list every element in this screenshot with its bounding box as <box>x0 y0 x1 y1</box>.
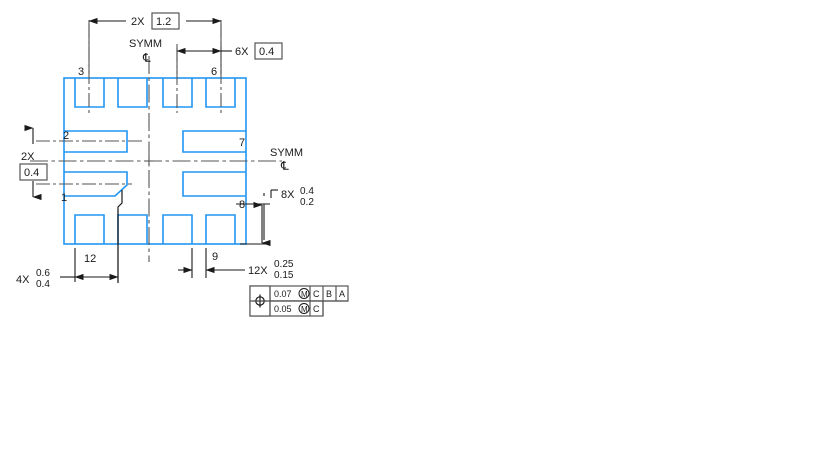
dim-left-span-multiplier: 2X <box>21 151 35 163</box>
fcf-row1-modifier-icon: M <box>298 288 310 299</box>
dim-top-span-value: 1.2 <box>156 16 171 28</box>
dim-pitch-value: 0.4 <box>259 46 274 58</box>
pin-label-12: 12 <box>84 253 96 265</box>
dim-pad-width: 12X 0.25 0.15 <box>178 248 294 281</box>
fcf-row1-modifier: M <box>301 290 308 299</box>
fcf-row1-datum-b: B <box>326 289 332 299</box>
fcf-row1-datum-a: A <box>339 289 345 299</box>
dim-pad-length-multiplier: 8X <box>281 189 295 201</box>
dim-pad-length: 8X 0.4 0.2 <box>236 186 314 247</box>
symm-label-right-text: SYMM <box>270 147 303 159</box>
pad-left-lower-pin1 <box>64 171 128 197</box>
pin-label-1: 1 <box>61 192 67 204</box>
pad-bottom-1 <box>74 214 105 244</box>
dim-top-span-box <box>151 12 180 30</box>
pin-label-2: 2 <box>63 130 69 142</box>
symm-glyph-right: ℄ <box>280 159 289 173</box>
pin-label-8: 8 <box>239 199 245 211</box>
dim-left-span: 2X 0.4 <box>19 124 48 201</box>
pin-label-7: 7 <box>239 137 245 149</box>
dim-pitch-multiplier: 6X <box>235 46 249 58</box>
pad-bottom-4 <box>205 214 236 244</box>
pin-label-3: 3 <box>78 66 84 78</box>
symm-glyph-top: ℄ <box>142 51 151 65</box>
pad-left-upper <box>64 130 128 153</box>
symm-label-top-text: SYMM <box>129 38 162 50</box>
fcf-row2-modifier: M <box>301 305 308 314</box>
pad-bottom-3 <box>162 214 193 244</box>
pad-right-upper <box>182 130 246 153</box>
dim-corner-pad-lower: 0.4 <box>36 279 50 290</box>
pad-top-2 <box>117 78 148 108</box>
feature-control-frame: 0.07 M C B A 0.05 M C <box>249 285 349 317</box>
dim-pad-width-lower: 0.15 <box>274 270 294 281</box>
fcf-row1-tolerance: 0.07 <box>274 289 292 299</box>
pad-col-right <box>182 130 246 197</box>
dim-left-span-box <box>19 163 48 181</box>
fcf-row1-datum-c: C <box>313 289 320 299</box>
fcf-row2-modifier-icon: M <box>298 303 310 314</box>
dim-top-span: 2X 1.2 <box>88 12 222 74</box>
dim-corner-pad-upper: 0.6 <box>36 268 50 279</box>
centerlines <box>30 24 282 262</box>
pin1-identifier-leader <box>117 190 123 283</box>
pin-label-6: 6 <box>211 66 217 78</box>
dim-pitch-box <box>254 42 283 60</box>
pin-label-9: 9 <box>212 251 218 263</box>
pin-labels: 3 6 2 7 1 8 12 9 <box>61 66 245 265</box>
dim-left-span-value: 0.4 <box>24 167 39 179</box>
fcf-row2-datum-c: C <box>313 304 320 314</box>
symm-label-right: SYMM ℄ <box>270 147 303 173</box>
pad-col-left <box>64 130 128 197</box>
dim-pad-length-upper: 0.4 <box>300 186 314 197</box>
dim-top-span-multiplier: 2X <box>131 16 145 28</box>
dim-pitch: 6X 0.4 <box>176 42 283 74</box>
pad-right-lower <box>182 171 246 197</box>
dim-pad-width-upper: 0.25 <box>274 259 294 270</box>
dim-corner-pad-multiplier: 4X <box>16 274 30 286</box>
symm-label-top: SYMM ℄ <box>129 38 162 65</box>
dim-pad-width-multiplier: 12X <box>248 265 268 277</box>
fcf-row2-tolerance: 0.05 <box>274 304 292 314</box>
dim-pad-length-lower: 0.2 <box>300 197 314 208</box>
